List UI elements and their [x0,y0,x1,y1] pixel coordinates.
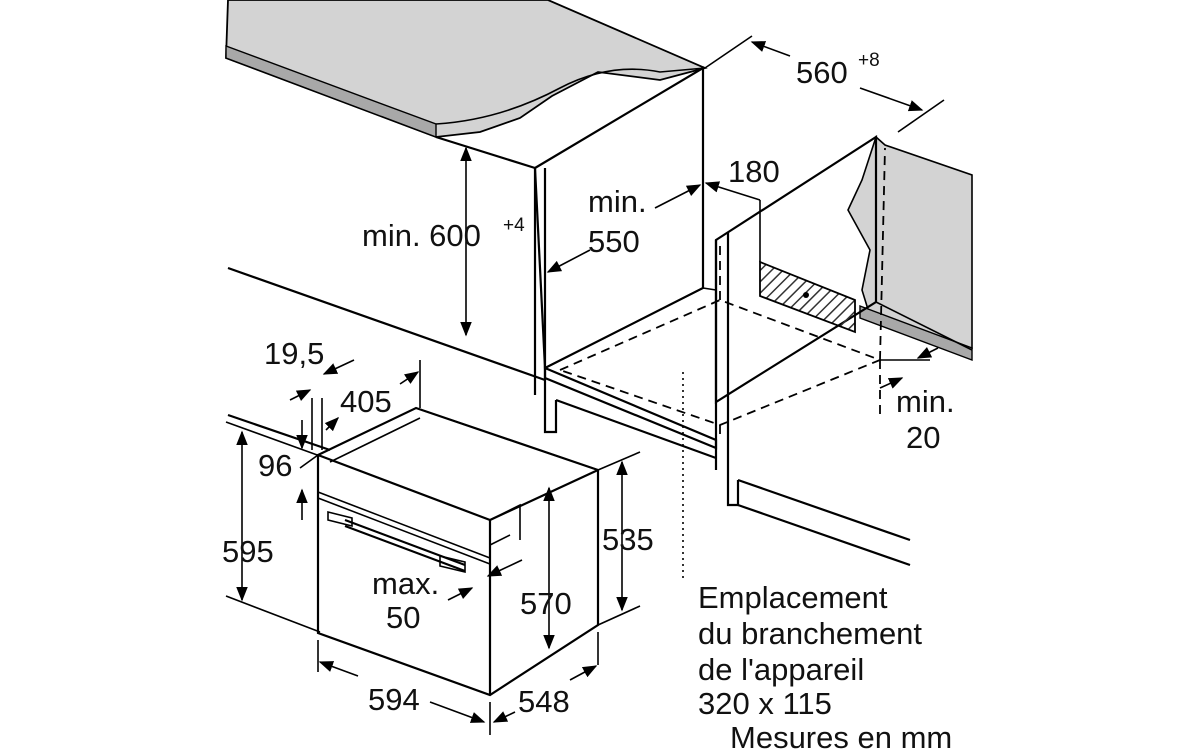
label-connection-line4: 320 x 115 [698,686,832,721]
label-min-20-line1: min. [896,384,955,419]
label-535: 535 [602,522,654,557]
label-height-niche-tolerance: +4 [503,215,525,236]
label-min-550-line1: min. [588,184,647,219]
label-595: 595 [222,534,274,569]
oven-handle [327,510,466,574]
floor-lines [227,266,973,567]
label-width-niche: 560 [796,55,848,90]
label-594: 594 [368,682,420,717]
countertop-left [225,0,708,139]
label-connection-line2: du branchement [698,616,922,651]
label-96: 96 [258,448,292,483]
label-connection-line3: de l'appareil [698,652,864,687]
label-units: Mesures en mm [730,720,952,750]
label-min-550-line2: 550 [588,224,640,259]
label-max-50-line2: 50 [386,600,420,635]
connection-area [682,260,856,580]
label-548: 548 [518,684,570,719]
countertop-right [847,135,973,362]
label-height-niche: min. 600 [362,218,481,253]
dimension-lines [225,35,945,735]
oven-body [299,406,600,697]
label-19-5: 19,5 [264,336,324,371]
label-570: 570 [520,586,572,621]
label-width-niche-tolerance: +8 [858,50,880,71]
label-connection-line1: Emplacement [698,580,888,615]
niche-shelf [543,287,718,450]
label-max-50-line1: max. [372,566,439,601]
label-405: 405 [340,384,392,419]
label-min-20-line2: 20 [906,420,940,455]
label-depth-180: 180 [728,154,780,189]
